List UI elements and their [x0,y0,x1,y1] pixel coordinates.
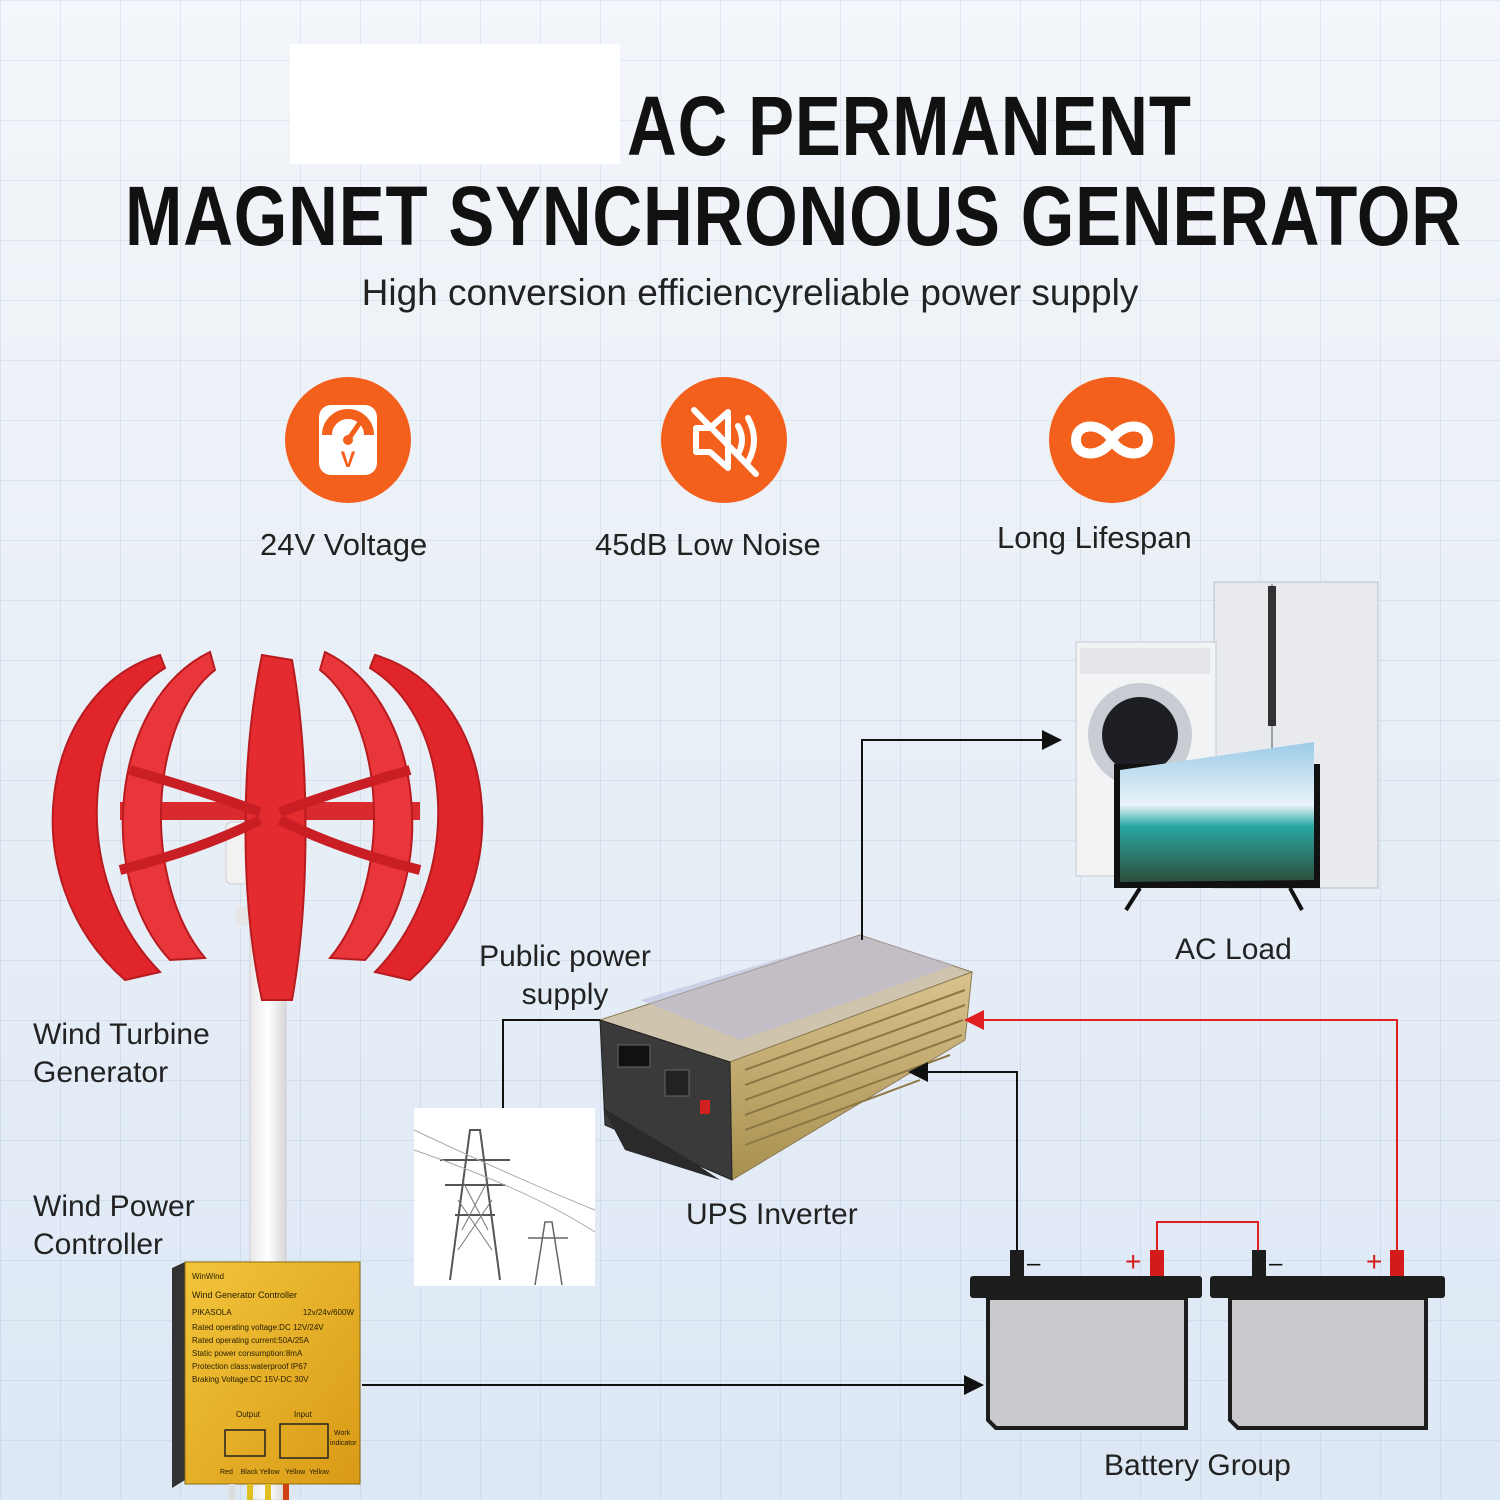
battery2-minus: – [1269,1250,1283,1277]
controller-panel-text: WinWind Wind Generator Controller PIKASO… [192,1270,354,1386]
controller-brand: WinWind [192,1272,225,1281]
battery-group-graphic [970,1250,1445,1430]
wind-controller-label-line1: Wind Power [33,1190,195,1223]
wiring [362,730,1398,1395]
controller-spec: Static power consumption:8mA [192,1349,303,1358]
wind-turbine-label-line1: Wind Turbine [33,1018,210,1051]
wind-controller-label: Wind Power Controller [33,1188,195,1264]
feature-label-noise: 45dB Low Noise [595,527,821,562]
controller-wire-labels: Red Black Yellow Yellow Yellow [220,1469,329,1476]
battery1-minus: – [1027,1250,1041,1277]
battery1-plus: + [1125,1246,1142,1277]
controller-rating: 12v/24v/600W [302,1308,354,1317]
mute-speaker-icon [661,377,787,503]
inverter-graphic [598,934,974,1181]
infinity-icon [1049,377,1175,503]
power-tower-graphic [413,1108,596,1286]
public-power-label-line2: supply [521,978,609,1011]
title-line-2: MAGNET SYNCHRONOUS GENERATOR [125,169,1462,263]
battery2-plus: + [1366,1246,1383,1277]
appliances-graphic [1075,581,1379,912]
wind-controller-label-line2: Controller [33,1228,164,1261]
voltmeter-icon: V [285,377,411,503]
ac-load-label: AC Load [1175,933,1292,966]
title-line-1: AC PERMANENT [627,79,1192,173]
wind-turbine-label-line2: Generator [33,1056,169,1089]
controller-name: Wind Generator Controller [192,1290,298,1300]
controller-work-label: Work [334,1430,351,1437]
subtitle: High conversion efficiencyreliable power… [361,272,1139,313]
title-blank-block [290,44,620,164]
controller-output-label: Output [236,1410,261,1419]
controller-spec: Rated operating current:50A/25A [192,1336,309,1345]
public-power-label-line1: Public power [479,940,651,973]
controller-graphic [172,1261,361,1500]
feature-label-lifespan: Long Lifespan [997,520,1192,555]
controller-spec: Protection class:waterproof IP67 [192,1362,308,1371]
wind-turbine-label: Wind Turbine Generator [33,1016,210,1092]
controller-indicator-label: indicator [330,1440,357,1447]
controller-model: PIKASOLA [192,1308,232,1317]
controller-spec: Rated operating voltage:DC 12V/24V [192,1323,324,1332]
public-power-label: Public power supply [460,938,670,1014]
battery-group-label: Battery Group [1104,1449,1291,1482]
controller-spec: Braking Voltage:DC 15V-DC 30V [192,1375,309,1384]
svg-text:V: V [341,447,356,472]
ups-inverter-label: UPS Inverter [686,1198,858,1231]
feature-label-voltage: 24V Voltage [260,527,428,562]
controller-input-label: Input [294,1410,312,1419]
